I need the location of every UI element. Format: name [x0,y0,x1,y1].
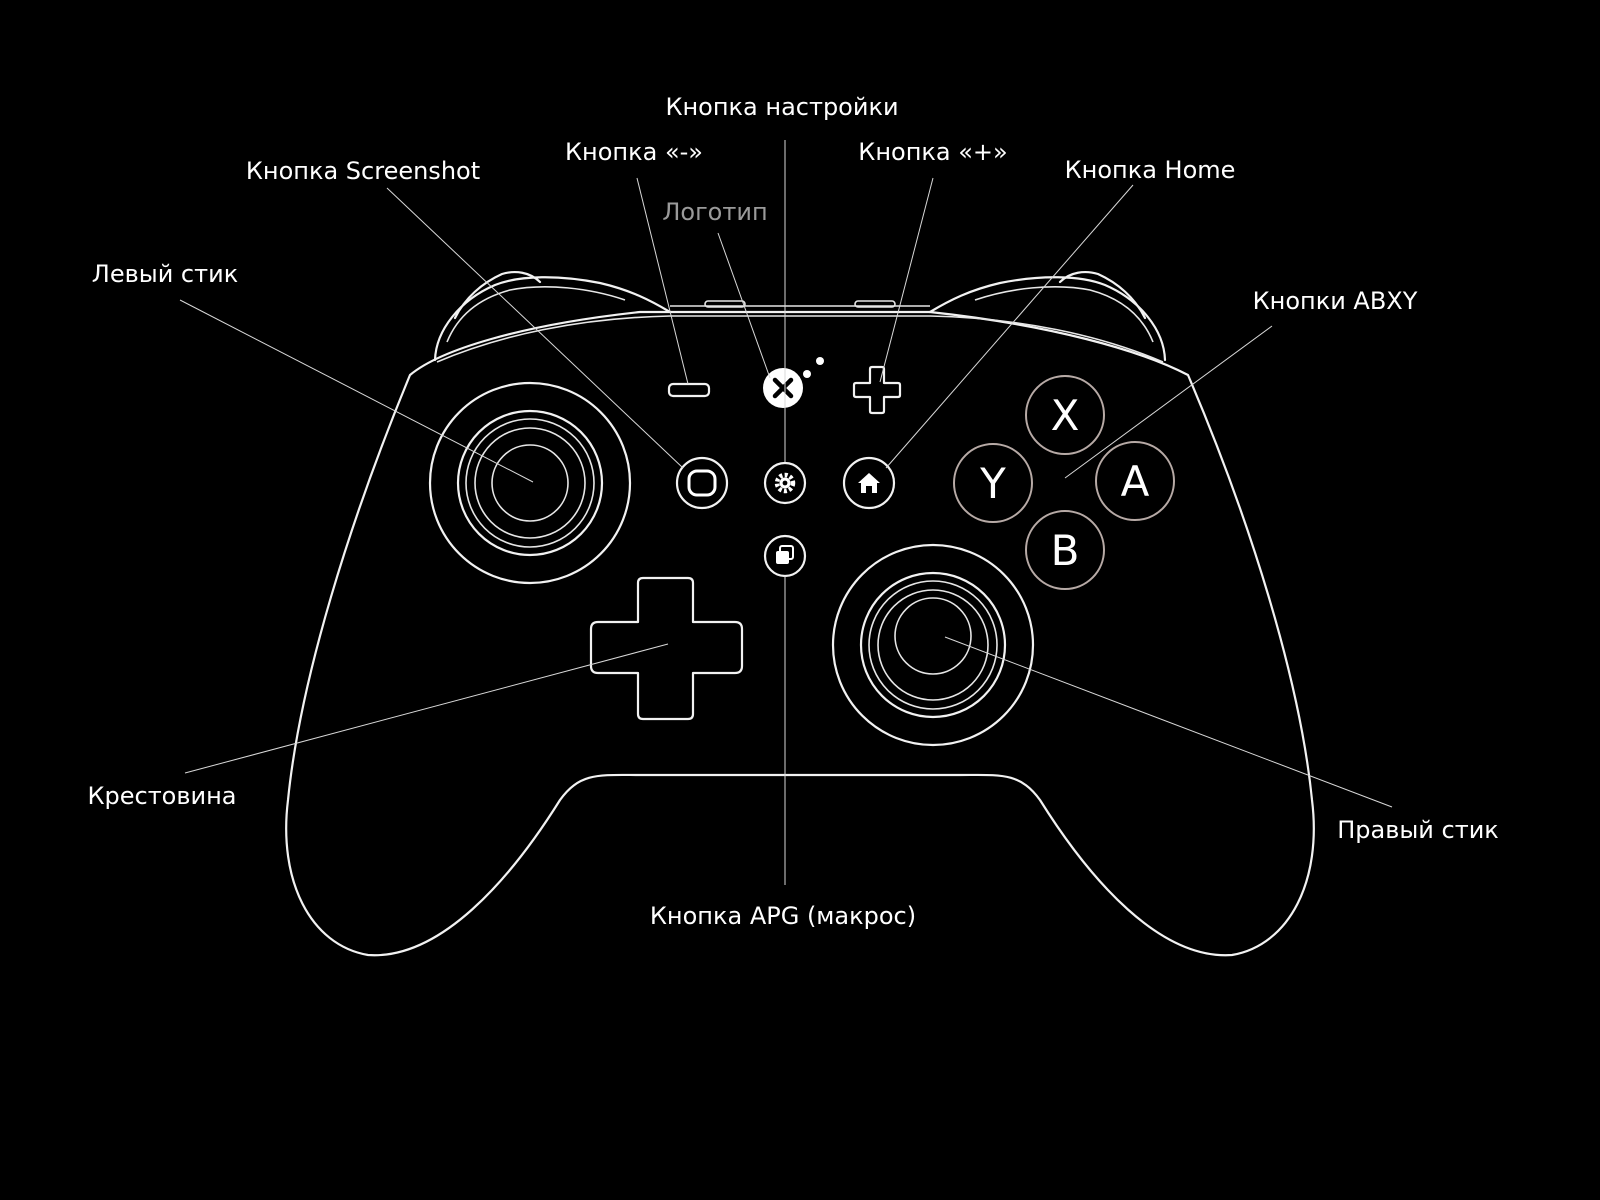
shell-top-edge [436,315,1164,363]
x-button-label: X [1051,391,1080,440]
b-button-label: B [1051,526,1080,575]
leader-minus [636,177,689,385]
y-button[interactable]: Y [953,443,1033,523]
dpad[interactable] [589,576,744,721]
leader-right-stick [944,636,1393,808]
label-right-stick: Правый стик [1337,816,1499,844]
leader-left-stick [179,299,534,483]
gear-icon [774,472,796,494]
x-button[interactable]: X [1025,375,1105,455]
a-button[interactable]: A [1095,441,1175,521]
a-button-label: A [1121,457,1150,506]
label-minus-button: Кнопка «-» [565,138,703,166]
minus-icon [667,382,711,398]
home-icon [858,473,880,493]
minus-button[interactable] [667,382,711,398]
label-dpad: Крестовина [87,782,236,810]
label-logo: Логотип [662,198,767,226]
macro-icon [776,545,794,564]
left-trigger [453,271,542,320]
label-left-stick: Левый стик [92,260,238,288]
y-button-label: Y [979,459,1006,508]
left-stick[interactable] [428,381,632,585]
label-plus-button: Кнопка «+» [858,138,1007,166]
controller-body [285,271,1315,957]
home-button[interactable] [842,456,896,510]
leader-abxy [1064,325,1273,479]
apg-button[interactable] [763,534,807,578]
screenshot-button[interactable] [675,456,729,510]
label-settings-button: Кнопка настройки [665,93,898,121]
controller-shell [285,310,1315,957]
labels: Кнопка настройки Кнопка «-» Кнопка «+» К… [87,93,1498,930]
left-bumper-inner [446,286,626,343]
leader-lines [179,140,1393,885]
leader-plus [879,177,934,383]
settings-button[interactable] [763,461,807,505]
leader-dpad [184,643,669,774]
leader-home [885,184,1134,469]
abxy-buttons: X Y A B [953,375,1175,590]
left-bumper [433,276,672,362]
screenshot-icon [687,469,717,497]
plus-icon [852,365,902,415]
top-ports [670,300,930,308]
leader-screenshot [386,187,684,469]
plus-button[interactable] [852,365,902,415]
right-stick[interactable] [831,543,1035,747]
label-abxy-buttons: Кнопки ABXY [1253,287,1418,315]
leader-logo [717,232,771,379]
right-bumper-inner [974,286,1154,343]
right-trigger [1058,271,1147,320]
brand-logo-icon [763,357,824,408]
b-button[interactable]: B [1025,510,1105,590]
right-bumper [928,276,1167,362]
label-home-button: Кнопка Home [1065,156,1236,184]
label-screenshot-button: Кнопка Screenshot [246,157,480,185]
label-apg-button: Кнопка APG (макрос) [650,902,916,930]
